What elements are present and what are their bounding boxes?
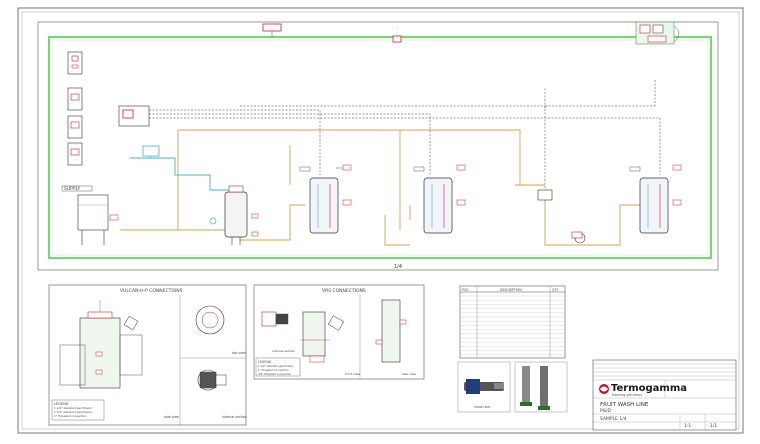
storage-tank-2 bbox=[413, 164, 466, 234]
top-tag bbox=[262, 23, 282, 32]
drawing-ref: P&ID bbox=[600, 408, 612, 414]
pump-unit bbox=[537, 189, 586, 244]
detail-2-view-label: side view bbox=[402, 372, 417, 376]
project-title: FRUIT WASH LINE bbox=[600, 402, 649, 408]
detail-1-legend-item: 1 1/2" standard gas thread bbox=[54, 410, 92, 414]
detail-2-legend-item: 3/4" threaded connection bbox=[258, 372, 291, 376]
detail-2-legend-item: 1" threaded connection bbox=[258, 368, 289, 372]
svg-text:SUPPLY: SUPPLY bbox=[64, 186, 80, 192]
photo-caption: PUMP UNIT bbox=[474, 405, 491, 409]
detail-2-view-label: internal section bbox=[272, 349, 295, 353]
photo-valves bbox=[514, 361, 568, 413]
storage-tank-3 bbox=[629, 164, 682, 234]
parts-table: POS DESCRIPTION QTY bbox=[459, 285, 566, 359]
title-block: Termogamma heating solutions FRUIT WASH … bbox=[592, 359, 737, 431]
detail-2-legend-item: 1 1/2" standard gas thread bbox=[258, 364, 293, 368]
left-panels bbox=[67, 51, 83, 166]
detail-1-title: VULCAN-H-P CONNECTIONS bbox=[120, 288, 183, 294]
section-label: 1/4 bbox=[394, 264, 402, 270]
detail-1-view-label: side view bbox=[164, 415, 179, 419]
table-header-desc: DESCRIPTION bbox=[500, 288, 522, 292]
green-frame bbox=[47, 35, 713, 260]
process-pipes bbox=[120, 129, 640, 246]
storage-tank-1 bbox=[299, 164, 352, 234]
drawing-scale: 1:1 bbox=[684, 423, 691, 429]
main-diagram: SUPPLY bbox=[37, 21, 719, 271]
detail-2-legend-title: LEGEND bbox=[258, 360, 272, 364]
main-boiler bbox=[209, 185, 259, 245]
drawing-code: SAMPLE 1/4 bbox=[600, 416, 627, 422]
detail-1-legend-item: 1 1/2" standard gas thread bbox=[54, 406, 92, 410]
detail-1-legend-item: 1" threaded connection bbox=[54, 414, 87, 418]
detail-2-view-label: front view bbox=[345, 372, 361, 376]
detail-1-view-label: top view bbox=[232, 351, 246, 355]
detail-2-title: VRS CONNECTIONS bbox=[322, 288, 366, 294]
company-tagline: heating solutions bbox=[612, 393, 642, 397]
photo-pump: PUMP UNIT bbox=[457, 361, 511, 413]
detail-1-legend-title: LEGEND bbox=[54, 402, 69, 406]
company-name: Termogamma bbox=[611, 383, 687, 394]
detail-panel-2: VRS CONNECTIONS LEGEND 1 1/2" standard g… bbox=[253, 284, 425, 380]
water-meter bbox=[142, 145, 160, 157]
drawing-sheet-number: 1/1 bbox=[710, 423, 717, 429]
sheet-border bbox=[17, 7, 744, 434]
detail-panel-1: VULCAN-H-P CONNECTIONS LEGEND 1 1/2" sta… bbox=[48, 284, 247, 426]
signal-lines bbox=[149, 80, 661, 190]
table-header-qty: QTY bbox=[552, 288, 558, 292]
washer-hopper: SUPPLY bbox=[61, 185, 119, 245]
detail-1-view-label: internal section bbox=[222, 415, 247, 419]
table-header-pos: POS bbox=[462, 288, 468, 292]
control-cabinet bbox=[635, 21, 680, 45]
control-box bbox=[118, 105, 150, 127]
